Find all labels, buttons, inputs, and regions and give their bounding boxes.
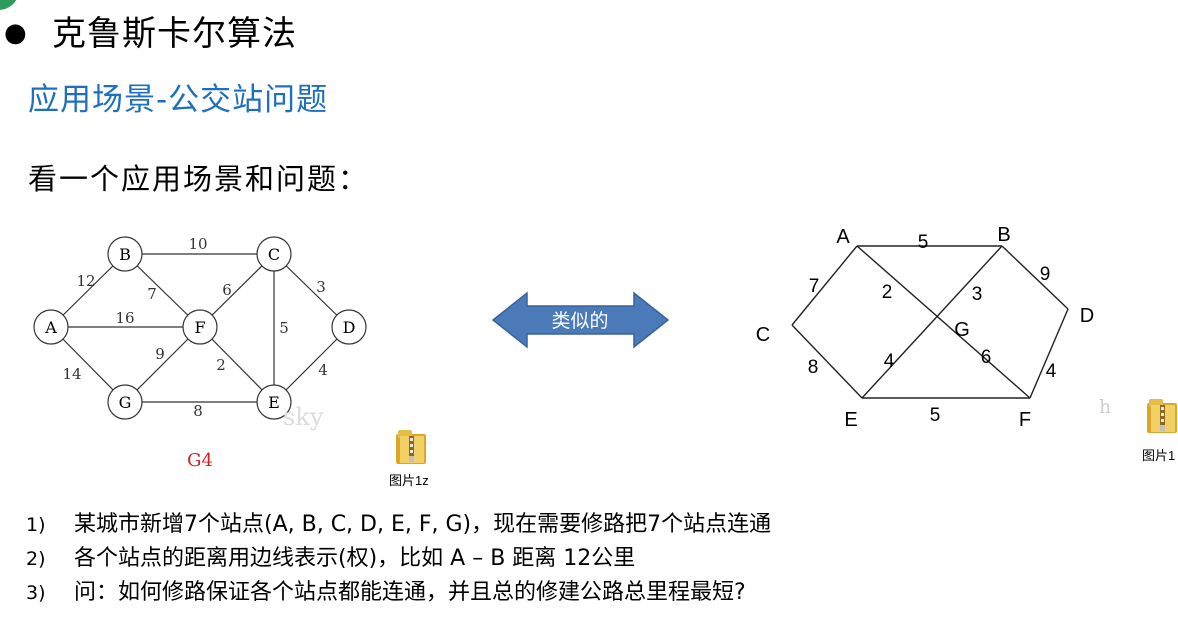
right-node-A: A (836, 226, 850, 248)
node-label: A (44, 318, 57, 337)
edge-D-F (1029, 308, 1069, 399)
list-number: 3) (26, 582, 46, 604)
edge-A-F (856, 245, 1031, 399)
file-label[interactable]: 图片1z (389, 473, 429, 488)
right-node-F: F (1019, 409, 1031, 431)
weight-E-F: 5 (930, 405, 941, 426)
edge-D-E (273, 326, 350, 403)
edge-A-C (791, 245, 858, 326)
right-node-G: G (954, 319, 970, 341)
right-node-D: D (1080, 305, 1094, 327)
similar-arrow: 类似的 (491, 291, 670, 349)
weight-A-G: 14 (62, 365, 81, 383)
weight-C-F: 6 (222, 281, 232, 299)
file-label[interactable]: 图片1 (1142, 448, 1176, 463)
edge-F-G (124, 326, 201, 403)
watermark-h: h (1099, 396, 1111, 418)
zip-folder-icon[interactable] (396, 430, 426, 464)
list-number: 1) (26, 514, 46, 536)
node-label: C (268, 245, 280, 264)
weight-F-G: 9 (155, 345, 165, 363)
weight-F-E: 2 (216, 356, 226, 374)
question-list: 1) 某城市新增7个站点(A, B, C, D, E, F, G)，现在需要修路把… (26, 508, 771, 610)
weight-C-E: 5 (279, 319, 289, 337)
right-node-B: B (997, 224, 1010, 246)
weight-A-B: 5 (918, 232, 929, 253)
node-label: F (194, 318, 205, 337)
zip-folder-icon[interactable] (1147, 399, 1177, 433)
weight-C-E: 8 (808, 357, 819, 378)
weight-B-D: 9 (1040, 264, 1051, 285)
page-title: 克鲁斯卡尔算法 (52, 14, 297, 54)
weight-A-G: 2 (882, 282, 893, 303)
weight-C-D: 3 (316, 278, 326, 296)
right-node-E: E (844, 409, 857, 431)
list-text: 各个站点的距离用边线表示(权)，比如 A – B 距离 12公里 (74, 546, 636, 571)
node-label: D (343, 318, 356, 337)
weight-A-C: 7 (809, 276, 820, 297)
list-item: 2) 各个站点的距离用边线表示(权)，比如 A – B 距离 12公里 (26, 542, 771, 576)
title-bullet: ● (4, 18, 27, 48)
weight-G-E: 8 (193, 402, 203, 420)
right-node-C: C (756, 324, 770, 346)
list-text: 某城市新增7个站点(A, B, C, D, E, F, G)，现在需要修路把7个… (74, 512, 772, 537)
weight-B-C: 10 (188, 235, 207, 253)
weight-G-F: 6 (981, 347, 992, 368)
weight-G-E: 4 (884, 351, 895, 372)
list-item: 3) 问：如何修路保证各个站点都能连通，并且总的修建公路总里程最短? (26, 576, 771, 610)
node-B: B (107, 236, 143, 272)
arrow-label: 类似的 (551, 310, 608, 332)
node-E: E (256, 384, 292, 420)
list-text: 问：如何修路保证各个站点都能连通，并且总的修建公路总里程最短? (74, 580, 746, 605)
edge-C-E (791, 324, 863, 399)
node-F: F (182, 309, 218, 345)
weight-B-G: 3 (972, 284, 983, 305)
weight-D-F: 4 (1046, 361, 1057, 382)
node-G: G (107, 384, 143, 420)
list-number: 2) (26, 548, 46, 570)
weight-B-F: 7 (147, 285, 157, 303)
watermark-sky: sky (283, 403, 324, 431)
edge-B-E (861, 245, 1003, 399)
weight-D-E: 4 (318, 361, 328, 379)
weight-A-F: 16 (115, 309, 134, 327)
node-D: D (331, 309, 367, 345)
node-C: C (256, 236, 292, 272)
edge-B-D (1001, 245, 1069, 310)
page-subtitle: 应用场景-公交站问题 (28, 82, 329, 118)
graph-label-g4: G4 (187, 450, 213, 471)
list-item: 1) 某城市新增7个站点(A, B, C, D, E, F, G)，现在需要修路把… (26, 508, 771, 542)
node-label: E (268, 393, 280, 412)
node-A: A (33, 309, 69, 345)
weight-A-B: 12 (76, 272, 95, 290)
node-label: B (119, 245, 131, 264)
node-label: G (119, 393, 132, 412)
corner-decoration (0, 0, 18, 10)
right-graph (791, 245, 1069, 399)
intro-text: 看一个应用场景和问题： (28, 162, 370, 196)
